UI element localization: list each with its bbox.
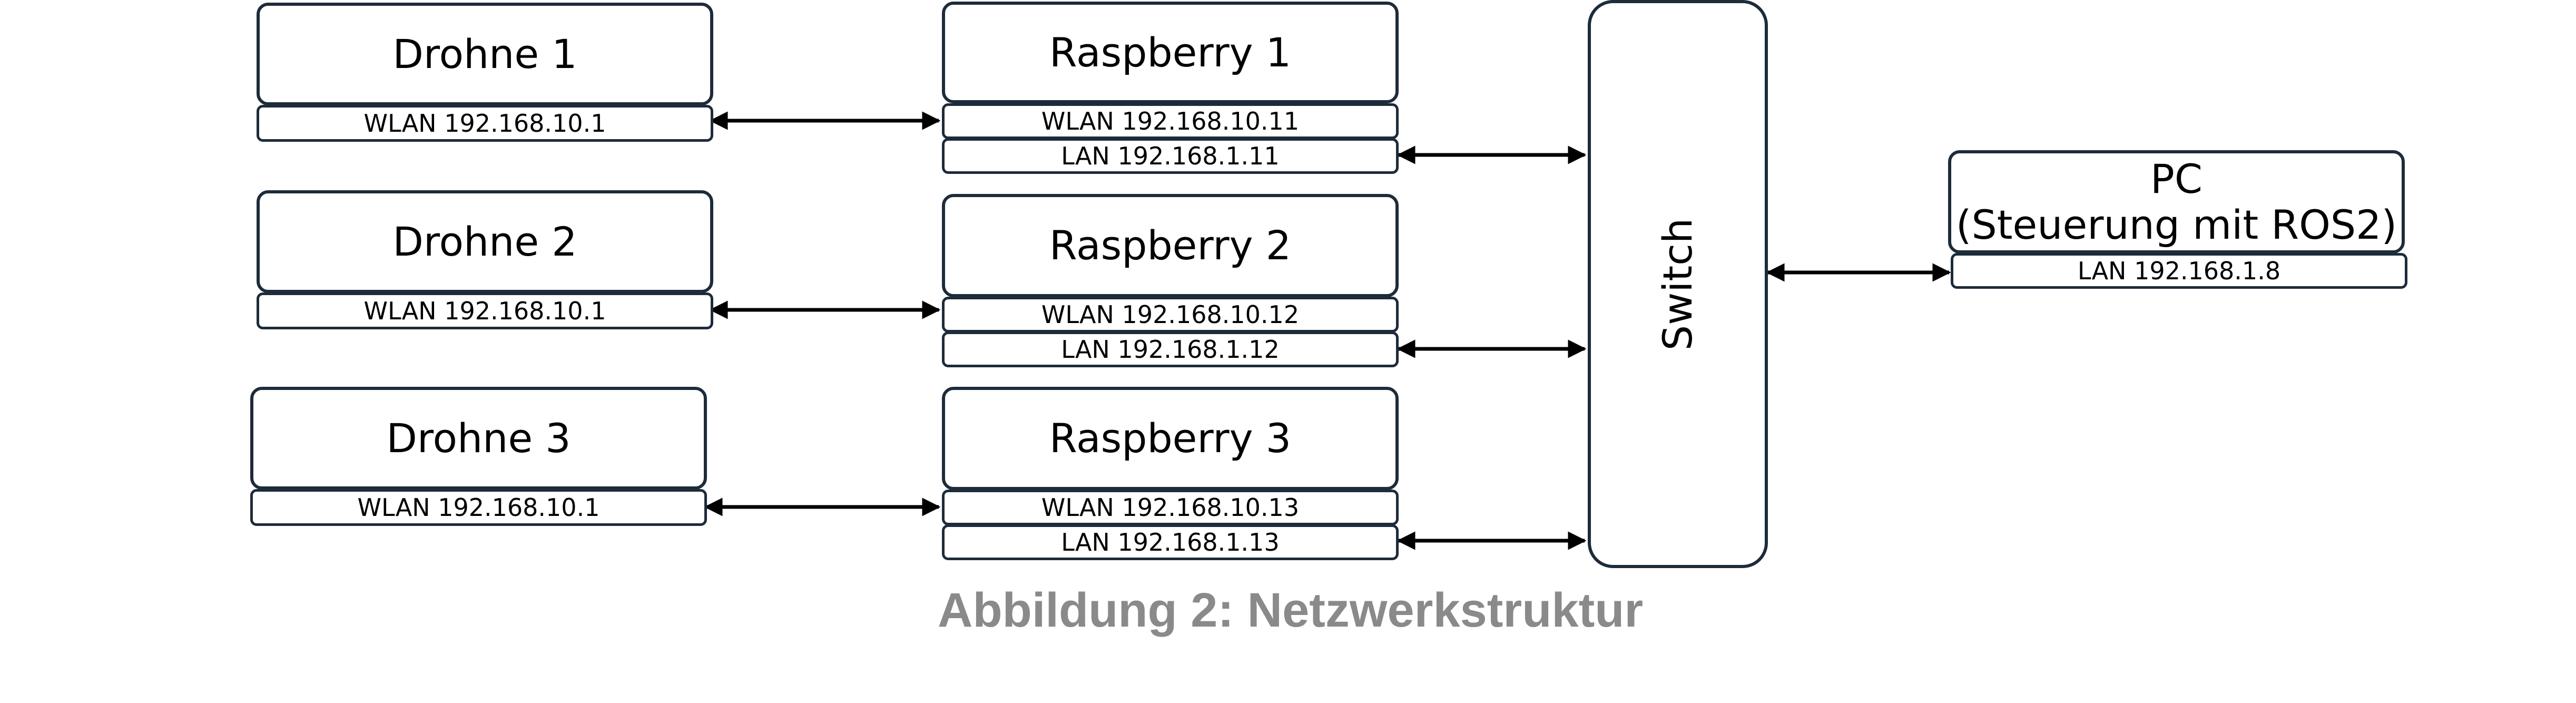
raspberry-1-box: Raspberry 1 (942, 2, 1399, 103)
raspberry-2-wlan: WLAN 192.168.10.12 (942, 297, 1399, 333)
pc-box: PC (Steuerung mit ROS2) (1948, 150, 2405, 253)
raspberry-2-lan: LAN 192.168.1.12 (942, 331, 1399, 367)
figure-caption: Abbildung 2: Netzwerkstruktur (938, 583, 1644, 637)
switch-label: Switch (1654, 218, 1702, 350)
raspberry-2-name: Raspberry 2 (1049, 222, 1292, 269)
drohne-2-name: Drohne 2 (392, 218, 577, 265)
drohne-3-wlan: WLAN 192.168.10.1 (250, 489, 707, 526)
drohne-1-name: Drohne 1 (392, 30, 577, 77)
raspberry-3-lan: LAN 192.168.1.13 (942, 524, 1399, 560)
drohne-3-box: Drohne 3 (250, 387, 707, 490)
raspberry-3-wlan: WLAN 192.168.10.13 (942, 490, 1399, 525)
raspberry-3-name: Raspberry 3 (1049, 415, 1292, 462)
drohne-2-box: Drohne 2 (257, 190, 713, 293)
raspberry-1-lan: LAN 192.168.1.11 (942, 138, 1399, 174)
pc-subtitle: (Steuerung mit ROS2) (1955, 201, 2397, 248)
raspberry-1-wlan: WLAN 192.168.10.11 (942, 103, 1399, 139)
switch-box: Switch (1588, 0, 1768, 568)
pc-name: PC (2150, 155, 2203, 202)
raspberry-1-name: Raspberry 1 (1049, 28, 1292, 76)
drohne-1-wlan: WLAN 192.168.10.1 (257, 105, 713, 142)
raspberry-2-box: Raspberry 2 (942, 194, 1399, 297)
drohne-1-box: Drohne 1 (257, 3, 713, 105)
raspberry-3-box: Raspberry 3 (942, 387, 1399, 490)
drohne-3-name: Drohne 3 (386, 414, 571, 462)
drohne-2-wlan: WLAN 192.168.10.1 (257, 292, 713, 329)
pc-lan: LAN 192.168.1.8 (1951, 253, 2407, 289)
